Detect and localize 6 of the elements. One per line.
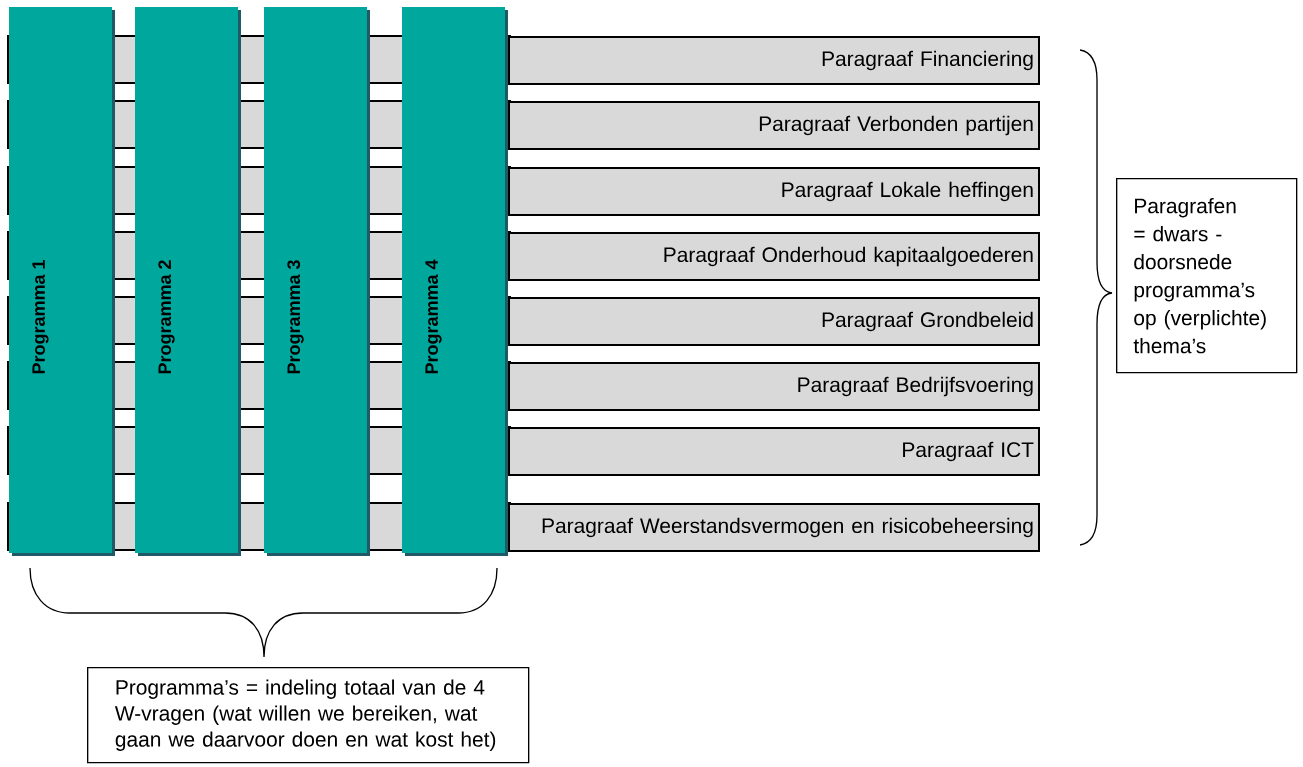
note-box: Paragrafen = dwars - doorsnede programma’s op (verplichte) thema’s — [1116, 178, 1298, 374]
program-column: Programma 4 — [402, 7, 508, 556]
program-column: Programma 3 — [264, 7, 370, 556]
program-column: Programma 1 — [9, 7, 115, 556]
note-box: Programma’s = indeling totaal van de 4 W-vragen (wat willen we bereiken, wat gaan we daarvoor doen en wat kost het) — [87, 667, 530, 764]
program-column: Programma 2 — [135, 7, 241, 556]
